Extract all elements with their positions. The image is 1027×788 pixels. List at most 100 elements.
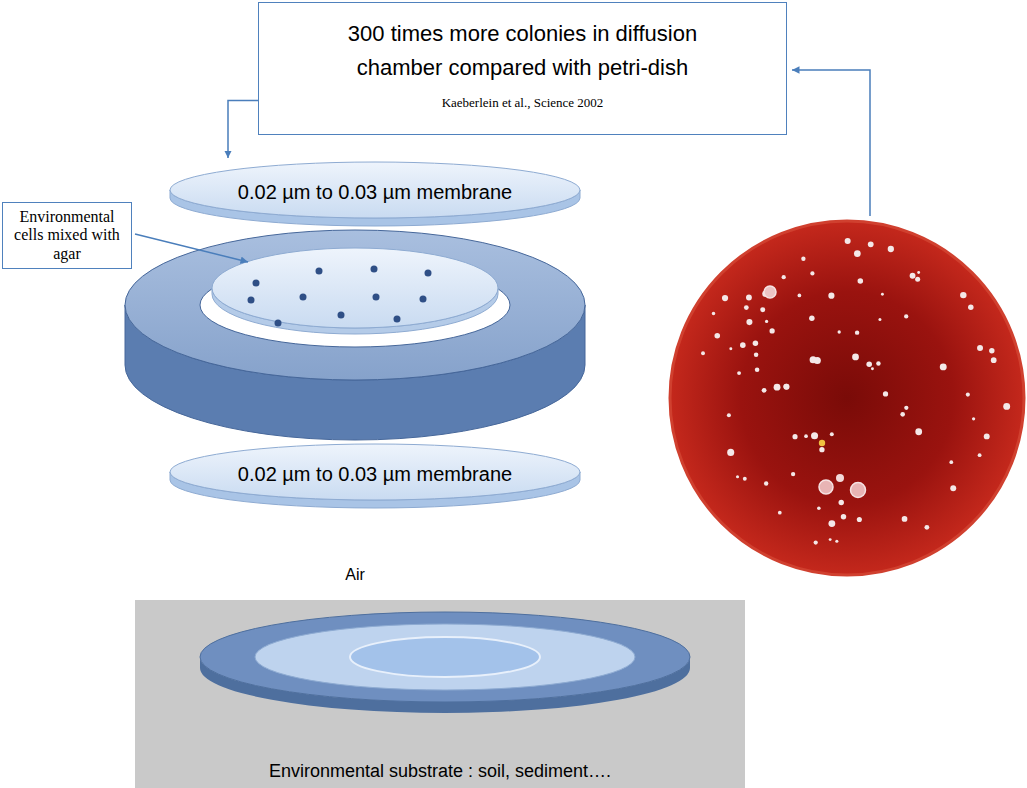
colony-dot xyxy=(868,241,874,247)
cell-dot xyxy=(394,316,401,323)
colony-dot xyxy=(809,316,814,321)
chamber-window xyxy=(350,637,540,677)
colony-dot xyxy=(792,434,797,439)
colony-dot xyxy=(991,357,997,363)
colony-dot xyxy=(972,417,975,420)
agar-disc xyxy=(212,248,498,334)
colony-dot xyxy=(871,367,874,370)
colony-dot xyxy=(746,295,752,301)
callout-text: Environmental cells mixed with agar xyxy=(11,208,123,263)
colony-dot xyxy=(754,352,759,357)
agar-top xyxy=(212,248,498,328)
cell-dot xyxy=(300,294,307,301)
colony-dot xyxy=(737,371,741,375)
ring-top xyxy=(125,230,585,380)
cell-dot xyxy=(253,280,260,287)
colony-dot xyxy=(819,440,825,446)
cell-dot xyxy=(371,266,378,273)
colony-dot xyxy=(915,277,920,282)
colony-dot xyxy=(841,514,846,519)
membrane-top xyxy=(170,162,580,218)
colony-dot xyxy=(835,540,838,543)
colony-dot xyxy=(701,351,705,355)
colony-dot xyxy=(828,520,835,527)
colony-dot xyxy=(727,413,731,417)
colony-dot xyxy=(854,250,861,257)
colony-dot xyxy=(736,475,739,478)
colony-dot xyxy=(810,271,814,275)
colony-dot xyxy=(811,432,818,439)
colony-dot xyxy=(828,293,834,299)
finding-box: 300 times more colonies in diffusion cha… xyxy=(258,2,787,135)
cell-dot xyxy=(373,294,380,301)
region-label: Air xyxy=(305,566,405,584)
colony-dot xyxy=(1003,403,1010,410)
colony-dot xyxy=(851,483,866,498)
membrane-top xyxy=(170,444,580,500)
colony-dot xyxy=(966,393,970,397)
colony-dot xyxy=(753,340,758,345)
buried-chamber xyxy=(135,600,745,788)
colony-dot xyxy=(838,330,841,333)
colony-dot xyxy=(915,428,922,435)
colony-dot xyxy=(817,507,821,511)
substrate-text: Environmental substrate : soil, sediment… xyxy=(269,761,611,782)
chamber-ring xyxy=(125,230,585,440)
colony-dot xyxy=(769,328,774,333)
colony-dot xyxy=(746,319,752,325)
colony-dot xyxy=(760,307,765,312)
colony-dot xyxy=(762,388,767,393)
substrate-ground: Environmental substrate : soil, sediment… xyxy=(135,600,745,788)
callout-box: Environmental cells mixed with agar xyxy=(2,202,132,269)
cell-dot xyxy=(425,270,432,277)
colony-dot xyxy=(712,312,715,315)
colony-dot xyxy=(744,305,749,310)
callout-arrow xyxy=(135,234,248,262)
membrane-disc: 0.02 µm to 0.03 µm membrane xyxy=(168,160,582,226)
environmental-cells xyxy=(248,266,432,327)
colony-dot xyxy=(881,293,884,296)
colony-dot xyxy=(774,384,781,391)
colony-dot xyxy=(968,304,973,309)
colony-dot xyxy=(830,432,834,436)
petri-plate xyxy=(670,221,1024,575)
colony-dot xyxy=(755,368,760,373)
connector-arrow xyxy=(228,100,258,158)
finding-text: 300 times more colonies in diffusion cha… xyxy=(277,17,768,85)
colony-dot xyxy=(804,434,808,438)
cell-dot xyxy=(275,320,282,327)
colony-dot xyxy=(858,278,864,284)
colony-dot xyxy=(977,345,983,351)
colonies xyxy=(701,238,1010,545)
chamber-ring-top xyxy=(200,612,690,702)
colony-dot xyxy=(714,333,720,339)
colony-dot xyxy=(924,525,929,530)
colony-dot xyxy=(978,453,982,457)
colony-dot xyxy=(764,286,776,298)
cell-dot xyxy=(420,296,427,303)
colony-dot xyxy=(836,474,844,482)
colony-dot xyxy=(949,460,953,464)
colony-dot xyxy=(740,342,746,348)
colony-dot xyxy=(866,361,872,367)
membrane-disc: 0.02 µm to 0.03 µm membrane xyxy=(168,442,582,508)
colony-dot xyxy=(819,447,824,452)
colony-dot xyxy=(814,540,818,544)
chamber-membrane xyxy=(255,624,635,690)
colony-dot xyxy=(888,246,894,252)
colony-dot xyxy=(727,449,734,456)
colony-dot xyxy=(783,384,789,390)
membrane-label: 0.02 µm to 0.03 µm membrane xyxy=(238,463,512,486)
cell-dot xyxy=(316,268,323,275)
colony-dot xyxy=(784,384,790,390)
colony-dot xyxy=(782,275,786,279)
petri-dish xyxy=(670,221,1024,575)
colony-dot xyxy=(729,347,732,350)
colony-dot xyxy=(829,538,832,541)
colony-dot xyxy=(810,356,817,363)
membrane-label: 0.02 µm to 0.03 µm membrane xyxy=(238,181,512,204)
colony-dot xyxy=(845,238,851,244)
colony-dot xyxy=(876,361,880,365)
cell-dot xyxy=(338,312,345,319)
colony-dot xyxy=(764,481,768,485)
